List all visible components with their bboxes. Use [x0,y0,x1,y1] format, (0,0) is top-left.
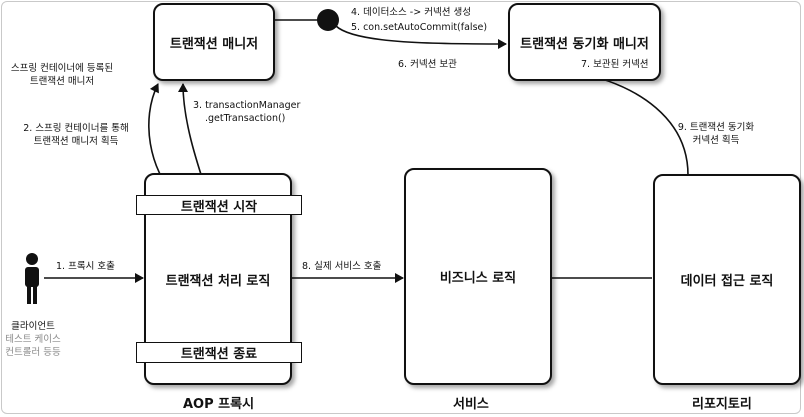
step3-line2: .getTransaction() [205,113,286,124]
client-label: 클라이언트 [11,321,55,332]
step1-label: 1. 프록시 호출 [56,261,115,272]
transaction-start-label: 트랜잭션 시작 [180,199,258,215]
controller-label: 컨트롤러 등등 [5,347,61,358]
step8-label: 8. 실제 서비스 호출 [302,261,382,272]
repository-title: 리포지토리 [692,397,752,412]
transaction-end-bar: 트랜잭션 종료 [136,342,302,363]
service-title: 서비스 [453,397,489,412]
step9-line2: 커넥션 획득 [692,135,740,146]
registered-tx-manager-note: 스프링 컨테이너에 등록된 트랜잭션 매니저 [2,62,122,88]
step2-line2: 트랜잭션 매니저 획득 [33,136,119,147]
step3-line1: 3. transactionManager [193,100,301,111]
step2-line1: 2. 스프링 컨테이너를 통해 [23,123,129,134]
repository-box: 데이터 접근 로직 [653,174,801,385]
transaction-manager-label: 트랜잭션 매니저 [169,36,259,52]
registered-note-line1: 스프링 컨테이너에 등록된 [10,63,114,74]
test-case-label: 테스트 케이스 [5,334,61,345]
step2-label: 2. 스프링 컨테이너를 통해 트랜잭션 매니저 획득 [6,122,146,148]
service-box: 비즈니스 로직 [404,168,552,385]
step4-label: 4. 데이터소스 -> 커넥션 생성 [351,7,471,18]
transaction-start-bar: 트랜잭션 시작 [136,195,302,215]
step3-label: 3. transactionManager .getTransaction() [193,99,300,125]
transaction-logic-label: 트랜잭션 처리 로직 [165,273,271,289]
client-figure [25,253,39,304]
step9-label: 9. 트랜잭션 동기화 커넥션 획득 [660,121,772,147]
arrow-store-connection [335,25,507,49]
transaction-manager-box: 트랜잭션 매니저 [153,3,275,81]
business-logic-label: 비즈니스 로직 [439,271,517,286]
step7-label: 7. 보관된 커넥션 [581,59,649,70]
step6-label: 6. 커넥션 보관 [398,59,457,70]
aop-proxy-title: AOP 프록시 [183,397,255,412]
connection-dot [317,9,339,31]
data-access-logic-label: 데이터 접근 로직 [680,274,774,289]
step5-label: 5. con.setAutoCommit(false) [351,22,488,33]
registered-note-line2: 트랜잭션 매니저 [29,76,95,87]
step9-line1: 9. 트랜잭션 동기화 [677,122,755,133]
transaction-sync-manager-label: 트랜잭션 동기화 매니저 [520,36,649,52]
client-labels: 클라이언트 테스트 케이스 컨트롤러 등등 [0,320,66,359]
transaction-sync-manager-box: 트랜잭션 동기화 매니저 [508,3,661,81]
transaction-end-label: 트랜잭션 종료 [180,347,258,362]
